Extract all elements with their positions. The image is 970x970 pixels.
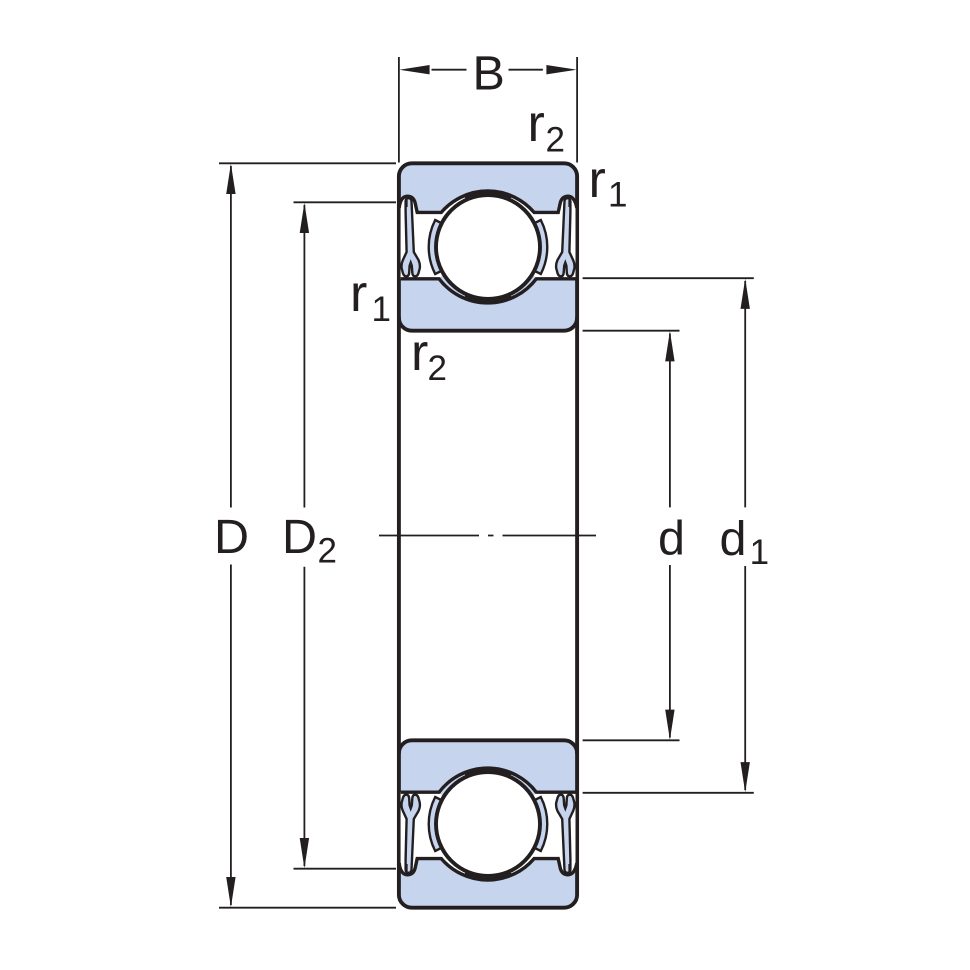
arrowhead-right [546,65,577,75]
arrowhead-down [299,838,310,869]
inner-ring-boundary [400,277,576,305]
arrowhead-up [665,331,675,362]
dimension-d [582,329,680,742]
arrowhead-down [740,762,750,793]
label-B: B [473,47,505,101]
label-d1-main: d [720,512,747,566]
label-d1-sub: 1 [750,533,769,572]
ball-race-contact-bottom [464,294,512,303]
label-r1-left: r [350,265,367,323]
dimension-B [398,57,578,163]
seal [400,196,422,278]
arrowhead-up [740,278,750,309]
label-r2-top: r [528,95,545,153]
bearing-section-bottom [399,740,577,907]
label-r1-left-sub: 1 [372,290,391,329]
label-r1-topright: r [589,151,606,209]
label-r2-top-sub: 2 [546,121,565,160]
dimension-D2 [293,201,396,870]
dimension-d1 [582,277,754,794]
arrowhead-down [665,709,675,740]
label-r1-topright-sub: 1 [608,176,627,215]
bearing-section-top [396,161,580,333]
arrowhead-down [226,877,236,908]
dimension-D [219,162,396,909]
outer-ring-boundary [397,189,579,215]
label-d: d [658,512,685,566]
arrowhead-up [226,163,236,194]
label-D2-main: D [282,510,317,564]
label-r2-bottom-sub: 2 [428,349,447,388]
ring-cross-section-mirror [399,740,577,907]
ring-cross-section [396,161,580,333]
arrowhead-left [399,65,430,75]
arrowhead-up [299,202,310,233]
label-r2-bottom: r [411,324,428,382]
label-D2-sub: 2 [318,532,337,571]
ball [434,193,542,301]
label-D: D [214,510,249,564]
ball-race-contact-top [464,191,512,200]
